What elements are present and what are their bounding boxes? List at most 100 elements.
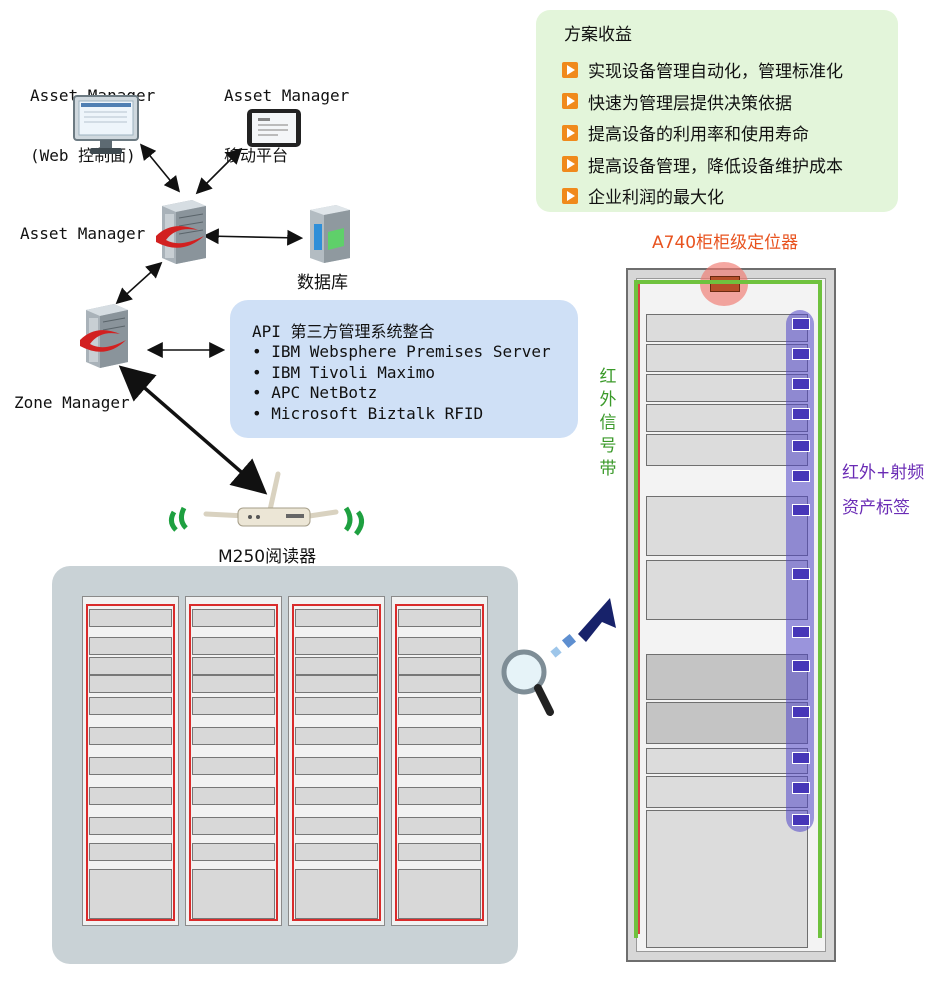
api-item: IBM Tivoli Maximo <box>252 363 551 384</box>
rack-unit <box>646 748 808 774</box>
rack-unit <box>295 609 378 627</box>
rack-unit <box>192 697 275 715</box>
rack-unit <box>646 702 808 744</box>
play-bullet-icon <box>562 156 578 173</box>
rack-unit <box>646 810 808 948</box>
asset-manager-label: Asset Manager <box>20 224 146 243</box>
rack-unit <box>192 757 275 775</box>
rack-unit <box>295 843 378 861</box>
rack-unit <box>295 869 378 919</box>
rack-unit <box>89 869 172 919</box>
rack-unit <box>89 697 172 715</box>
rack-unit <box>646 776 808 808</box>
asset-tag-icon <box>792 348 810 360</box>
rack-unit <box>89 817 172 835</box>
arrow-icon <box>550 592 620 666</box>
rack-unit <box>398 843 481 861</box>
asset-tag-icon <box>792 318 810 330</box>
rack-unit <box>295 757 378 775</box>
rack-unit <box>192 609 275 627</box>
rack-unit <box>398 817 481 835</box>
mini-rack <box>391 596 488 926</box>
rack-unit <box>89 727 172 745</box>
rack-unit <box>398 697 481 715</box>
rack-unit <box>398 757 481 775</box>
rack-unit <box>398 787 481 805</box>
rack-unit <box>89 757 172 775</box>
rack-unit <box>89 843 172 861</box>
asset-tag-icon <box>792 706 810 718</box>
rack-unit <box>295 637 378 655</box>
rack-unit <box>395 604 484 921</box>
api-title: API 第三方管理系统整合 <box>252 322 435 341</box>
benefits-list: 实现设备管理自动化，管理标准化 快速为管理层提供决策依据 提高设备的利用率和使用… <box>562 54 843 212</box>
rack-unit <box>398 609 481 627</box>
rack-unit <box>295 697 378 715</box>
asset-tag-icon <box>792 660 810 672</box>
database-server-icon <box>304 202 354 268</box>
rack-unit <box>189 604 278 921</box>
monitor-icon <box>72 94 140 160</box>
mini-rack <box>185 596 282 926</box>
database-label: 数据库 <box>297 273 348 293</box>
api-item: Microsoft Biztalk RFID <box>252 404 551 425</box>
rack-unit <box>818 280 822 938</box>
rack-unit <box>646 496 808 556</box>
play-bullet-icon <box>562 187 578 204</box>
asset-tag-icon <box>792 752 810 764</box>
locator-device-icon <box>700 262 748 306</box>
rack-unit <box>398 657 481 675</box>
api-item: IBM Websphere Premises Server <box>252 342 550 363</box>
rack-unit <box>192 675 275 693</box>
rack-unit <box>634 280 638 938</box>
api-item: APC NetBotz <box>252 383 551 404</box>
asset-tag-icon <box>792 626 810 638</box>
rack-unit <box>646 434 808 466</box>
rack-unit <box>646 344 808 372</box>
router-icon <box>166 468 376 552</box>
rack-unit <box>292 604 381 921</box>
mini-rack <box>82 596 179 926</box>
rack-unit <box>638 284 640 934</box>
asset-tag-icon <box>792 568 810 580</box>
rack-unit <box>634 280 822 284</box>
benefit-item: 实现设备管理自动化，管理标准化 <box>562 54 843 86</box>
rack-unit <box>192 817 275 835</box>
asset-tag-icon <box>792 440 810 452</box>
mini-rack <box>288 596 385 926</box>
rack-unit <box>89 609 172 627</box>
rack-room-panel <box>52 566 518 964</box>
benefit-item: 提高设备的利用率和使用寿命 <box>562 117 843 149</box>
rack-unit <box>89 787 172 805</box>
asset-tag-icon <box>792 378 810 390</box>
rack-unit <box>192 727 275 745</box>
benefits-box: 方案收益 实现设备管理自动化，管理标准化 快速为管理层提供决策依据 提高设备的利… <box>536 10 898 212</box>
ir-band-label: 红外信号带 <box>599 367 617 479</box>
asset-tag-icon <box>792 504 810 516</box>
benefits-title: 方案收益 <box>564 25 632 45</box>
play-bullet-icon <box>562 61 578 78</box>
zone-manager-server-icon <box>76 300 132 374</box>
benefit-item: 快速为管理层提供决策依据 <box>562 86 843 118</box>
rack-unit <box>646 374 808 402</box>
rack-unit <box>646 404 808 432</box>
zone-manager-label: Zone Manager <box>14 393 130 412</box>
rack-unit <box>295 727 378 745</box>
rack-unit <box>192 657 275 675</box>
rack-unit <box>646 654 808 700</box>
reader-label: M250阅读器 <box>218 547 317 567</box>
rack-unit <box>86 604 175 921</box>
api-list: IBM Websphere Premises Server IBM Tivoli… <box>252 342 551 425</box>
rack-unit <box>295 817 378 835</box>
rack-unit <box>192 869 275 919</box>
rack-unit <box>89 637 172 655</box>
rack-unit <box>192 637 275 655</box>
benefit-item: 企业利润的最大化 <box>562 180 843 212</box>
api-integration-box: API 第三方管理系统整合 IBM Websphere Premises Ser… <box>230 300 578 438</box>
asset-tag-icon <box>792 782 810 794</box>
benefit-item: 提高设备管理，降低设备维护成本 <box>562 149 843 181</box>
asset-manager-server-icon <box>152 196 210 270</box>
rack-unit <box>398 637 481 655</box>
rack-unit <box>192 787 275 805</box>
